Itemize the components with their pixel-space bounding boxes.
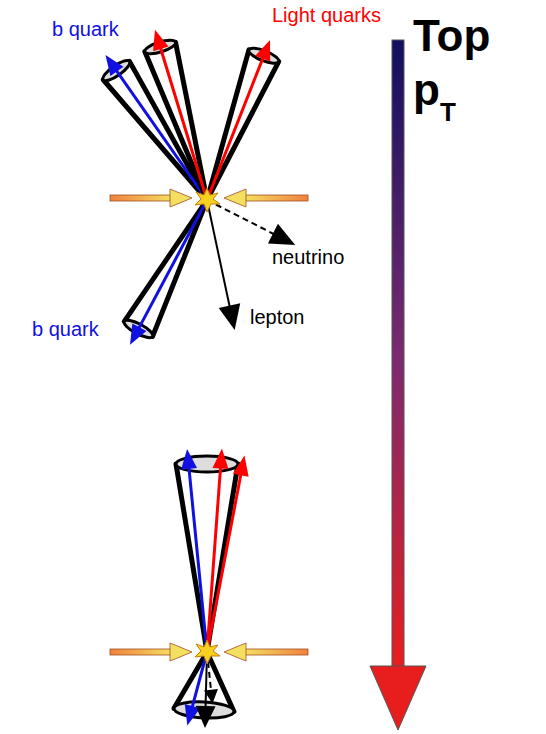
particle-label: neutrino xyxy=(272,246,344,268)
neutrino-arrow xyxy=(202,190,300,255)
particle-label: lepton xyxy=(250,306,305,328)
b-jet xyxy=(116,192,221,352)
quark-label: b quark xyxy=(32,318,99,340)
lepton-arrow xyxy=(195,652,217,728)
light-quark-arrow xyxy=(199,454,252,653)
axis-title: Top xyxy=(413,12,490,60)
axis-subscript: T xyxy=(440,98,456,127)
pt-arrow xyxy=(370,40,426,730)
interaction-point xyxy=(195,640,220,664)
light-quark-jet xyxy=(192,34,285,206)
axis-title: p xyxy=(413,66,440,114)
lepton-arrow xyxy=(196,198,245,333)
interaction-point xyxy=(195,188,220,212)
b-quark-arrow xyxy=(180,650,215,728)
light-quark-jet xyxy=(140,25,223,205)
boosted-jet xyxy=(176,456,238,652)
quark-label: b quark xyxy=(52,18,119,40)
quark-label: Light quarks xyxy=(272,4,381,26)
